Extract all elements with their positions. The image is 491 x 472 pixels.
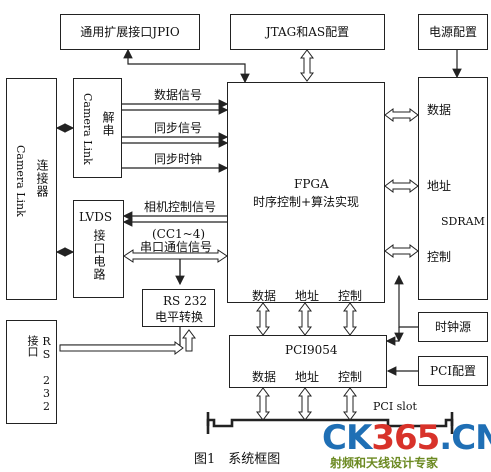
rs232-port-box: RS 232接口 — [6, 320, 57, 424]
lvds-cn-label: 接口电路 — [92, 229, 106, 281]
data-signal-label: 数据信号 — [154, 88, 203, 102]
fpga-ctrl-label: 控制 — [338, 289, 363, 303]
lvds-label: LVDS — [79, 210, 113, 224]
pci-config-box: PCI配置 — [418, 356, 488, 386]
fpga-addr-label: 地址 — [295, 289, 320, 303]
fpga-subtitle: 时序控制+算法实现 — [253, 195, 360, 209]
rs232-conv-label-1: RS 232 — [163, 294, 207, 308]
figure-caption: 图1 系统框图 — [194, 452, 281, 467]
clock-source-label: 时钟源 — [434, 320, 471, 334]
fpga-title: FPGA — [294, 177, 329, 191]
camera-link-label: Camera Link — [14, 145, 27, 217]
power-box: 电源配置 — [418, 14, 488, 50]
power-label: 电源配置 — [428, 25, 477, 39]
deserializer-box: Camera Link 解串 — [73, 78, 122, 178]
sdram-label: SDRAM — [441, 215, 485, 228]
pci-config-label: PCI配置 — [430, 364, 476, 378]
watermark-main: CK365.CN — [322, 418, 491, 458]
connector-label: 连接器 — [35, 159, 49, 198]
sdram-ctrl-label: 控制 — [427, 250, 452, 264]
sdram-addr-label: 地址 — [427, 179, 452, 193]
camera-control-label: 相机控制信号 — [144, 200, 217, 214]
jtag-fpga-arrow — [300, 49, 314, 82]
deserializer-cn-label: 解串 — [101, 111, 115, 137]
gpio-label: 通用扩展接口JPIO — [80, 25, 180, 39]
serial-signal-label: 串口通信信号 — [140, 240, 213, 254]
fpga-box: FPGA 时序控制+算法实现 数据 地址 控制 — [227, 82, 385, 303]
fpga-data-label: 数据 — [252, 289, 277, 303]
pci-addr-label: 地址 — [295, 370, 320, 384]
sync-clock-label: 同步时钟 — [154, 152, 203, 166]
cc-label: (CC1~4) — [152, 227, 206, 241]
jtag-label: JTAG和AS配置 — [265, 25, 350, 39]
pci-slot-label: PCI slot — [373, 400, 417, 413]
watermark-logo: CK365.CN 射频和天线设计专家 — [322, 418, 491, 470]
lvds-box: LVDS 接口电路 — [73, 200, 124, 298]
pci-data-label: 数据 — [252, 370, 277, 384]
clock-source-box: 时钟源 — [418, 312, 488, 342]
pci-ctrl-label: 控制 — [338, 370, 363, 384]
sdram-data-label: 数据 — [427, 103, 452, 117]
camera-link-connector-box: Camera Link 连接器 — [6, 78, 57, 300]
sdram-box: SDRAM — [418, 77, 488, 300]
rs232-conv-label-2: 电平转换 — [155, 310, 204, 324]
pci9054-label: PCI9054 — [285, 343, 338, 357]
jtag-box: JTAG和AS配置 — [230, 14, 385, 50]
pci9054-box: PCI9054 数据 地址 控制 — [229, 335, 387, 388]
rs232-port-label: RS 232接口 — [26, 335, 53, 413]
rs232-converter-box: RS 232 电平转换 — [142, 289, 215, 327]
deserializer-en-label: Camera Link — [81, 93, 94, 165]
gpio-box: 通用扩展接口JPIO — [60, 14, 200, 50]
sync-signal-label: 同步信号 — [154, 121, 203, 135]
watermark-sub: 射频和天线设计专家 — [330, 456, 439, 470]
